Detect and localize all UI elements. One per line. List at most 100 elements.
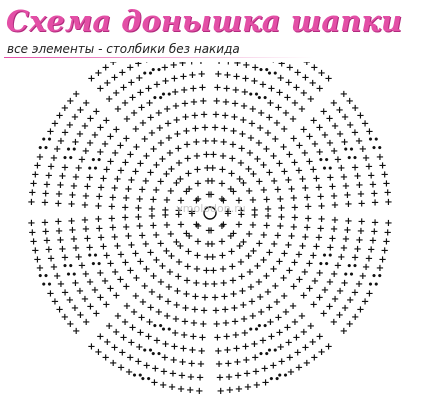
stitch-mark: + xyxy=(315,123,323,134)
stitch-mark: + xyxy=(341,303,349,314)
stitch-mark: + xyxy=(275,327,283,338)
stitch-mark: + xyxy=(102,353,110,364)
stitch-mark: + xyxy=(193,151,201,162)
stitch-mark: + xyxy=(148,211,156,222)
stitch-mark: + xyxy=(228,261,236,272)
stitch-mark: + xyxy=(274,312,282,323)
stitch-mark: + xyxy=(148,128,156,139)
stitch-mark: + xyxy=(209,149,217,160)
stitch-mark: + xyxy=(56,180,64,191)
stitch-mark: + xyxy=(245,186,253,197)
stitch-mark: + xyxy=(290,258,298,269)
stitch-mark: + xyxy=(223,83,231,94)
stitch-mark: + xyxy=(143,360,151,371)
stitch-mark: + xyxy=(164,297,172,308)
stitch-mark: + xyxy=(119,82,127,93)
stitch-mark: + xyxy=(161,339,169,350)
stitch-mark: + xyxy=(188,209,196,220)
stitch-mark: + xyxy=(241,342,249,353)
stitch-mark: + xyxy=(376,152,384,163)
stitch-mark: + xyxy=(241,87,249,98)
stitch-mark: + xyxy=(317,224,325,235)
stitch-mark: + xyxy=(185,184,193,195)
stitch-mark: + xyxy=(253,154,261,165)
stitch-mark: + xyxy=(147,113,155,124)
stitch-mark: + xyxy=(172,101,180,112)
stitch-mark: + xyxy=(330,317,338,328)
stitch-mark: + xyxy=(340,89,348,100)
increase-mark: •• xyxy=(62,154,74,164)
stitch-mark: + xyxy=(346,96,354,107)
stitch-mark: + xyxy=(218,251,226,262)
stitch-mark: + xyxy=(58,244,66,255)
stitch-mark: + xyxy=(238,143,246,154)
stitch-mark: + xyxy=(310,62,318,73)
stitch-mark: + xyxy=(261,364,269,375)
stitch-mark: + xyxy=(227,168,235,179)
stitch-mark: + xyxy=(331,294,339,305)
stitch-mark: + xyxy=(61,253,69,264)
stitch-mark: + xyxy=(229,140,237,151)
stitch-mark: + xyxy=(382,179,390,190)
stitch-mark: + xyxy=(136,327,144,338)
stitch-mark: + xyxy=(249,220,257,231)
stitch-mark: + xyxy=(169,369,177,380)
stitch-mark: + xyxy=(94,68,102,79)
stitch-mark: + xyxy=(124,231,132,242)
stitch-mark: + xyxy=(224,209,232,220)
stitch-mark: + xyxy=(144,83,152,94)
stitch-mark: + xyxy=(56,235,64,246)
stitch-mark: + xyxy=(136,194,144,205)
stitch-mark: + xyxy=(191,305,199,316)
stitch-mark: + xyxy=(188,345,196,356)
stitch-mark: + xyxy=(66,319,74,330)
stitch-mark: + xyxy=(346,295,354,306)
stitch-mark: + xyxy=(173,115,181,126)
stitch-mark: + xyxy=(196,373,204,384)
stitch-mark: + xyxy=(41,198,49,209)
stitch-mark: + xyxy=(192,196,200,207)
stitch-mark: + xyxy=(265,302,273,313)
stitch-mark: + xyxy=(162,246,170,257)
stitch-mark: + xyxy=(298,104,306,115)
stitch-mark: + xyxy=(149,221,157,232)
stitch-mark: + xyxy=(183,275,191,286)
increase-mark: •• xyxy=(371,272,383,282)
stitch-mark: + xyxy=(264,204,272,215)
stitch-mark: + xyxy=(275,159,283,170)
stitch-mark: + xyxy=(86,114,94,125)
stitch-mark: + xyxy=(231,99,239,110)
stitch-mark: + xyxy=(188,70,196,81)
stitch-mark: + xyxy=(330,98,338,109)
stitch-mark: + xyxy=(235,196,243,207)
stitch-mark: + xyxy=(218,194,226,205)
stitch-mark: + xyxy=(324,74,332,85)
stitch-mark: + xyxy=(180,330,188,341)
stitch-mark: + xyxy=(362,262,370,273)
stitch-mark: + xyxy=(217,386,225,397)
stitch-mark: + xyxy=(71,278,79,289)
stitch-mark: + xyxy=(160,366,168,377)
stitch-mark: + xyxy=(132,273,140,284)
stitch-mark: + xyxy=(139,297,147,308)
stitch-mark: + xyxy=(255,177,263,188)
stitch-mark: + xyxy=(82,317,90,328)
stitch-mark: + xyxy=(92,308,100,319)
stitch-mark: + xyxy=(211,123,219,134)
stitch-mark: + xyxy=(182,187,190,198)
stitch-mark: + xyxy=(208,239,216,250)
stitch-mark: + xyxy=(310,353,318,364)
stitch-mark: + xyxy=(207,226,215,237)
stitch-mark: + xyxy=(340,278,348,289)
stitch-mark: + xyxy=(76,286,84,297)
stitch-mark: + xyxy=(111,267,119,278)
stitch-mark: + xyxy=(149,271,157,282)
stitch-mark: + xyxy=(141,281,149,292)
stitch-mark: + xyxy=(123,114,131,125)
stitch-mark: + xyxy=(126,352,134,363)
stitch-mark: + xyxy=(106,132,114,143)
stitch-mark: + xyxy=(91,285,99,296)
stitch-mark: + xyxy=(238,129,246,140)
stitch-mark: + xyxy=(239,115,247,126)
stitch-mark: + xyxy=(181,303,189,314)
